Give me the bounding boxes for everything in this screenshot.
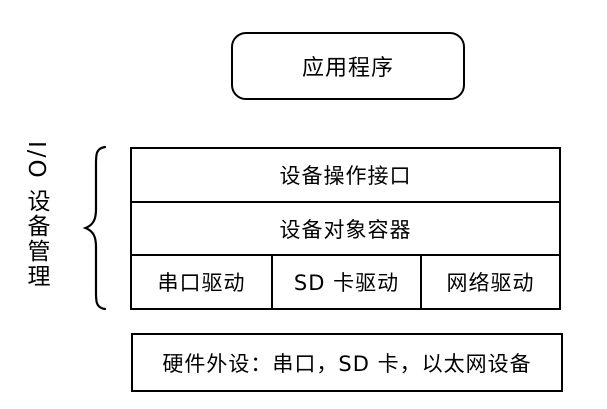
hardware-label: 硬件外设：串口，SD 卡，以太网设备 — [162, 351, 532, 376]
driver-layer-row: 串口驱动 SD 卡驱动 网络驱动 — [132, 254, 559, 309]
driver-sd-card: SD 卡驱动 — [271, 256, 422, 309]
layer-label: 设备操作接口 — [279, 163, 412, 188]
hardware-peripherals-box: 硬件外设：串口，SD 卡，以太网设备 — [131, 333, 563, 392]
application-box: 应用程序 — [231, 32, 465, 100]
application-label: 应用程序 — [301, 56, 394, 81]
io-device-management-label: I/O 设备管理 — [23, 141, 49, 289]
driver-label: SD 卡驱动 — [293, 271, 400, 296]
layer-label: 设备对象容器 — [279, 217, 412, 242]
layer-device-object-container: 设备对象容器 — [132, 200, 559, 255]
io-layer-stack: 设备操作接口 设备对象容器 串口驱动 SD 卡驱动 网络驱动 — [130, 147, 561, 310]
curly-brace-icon — [82, 145, 107, 311]
layer-device-operation-interface: 设备操作接口 — [132, 149, 559, 201]
driver-network: 网络驱动 — [422, 256, 559, 308]
driver-label: 网络驱动 — [446, 271, 535, 296]
driver-label: 串口驱动 — [157, 271, 246, 296]
driver-serial: 串口驱动 — [132, 256, 271, 308]
